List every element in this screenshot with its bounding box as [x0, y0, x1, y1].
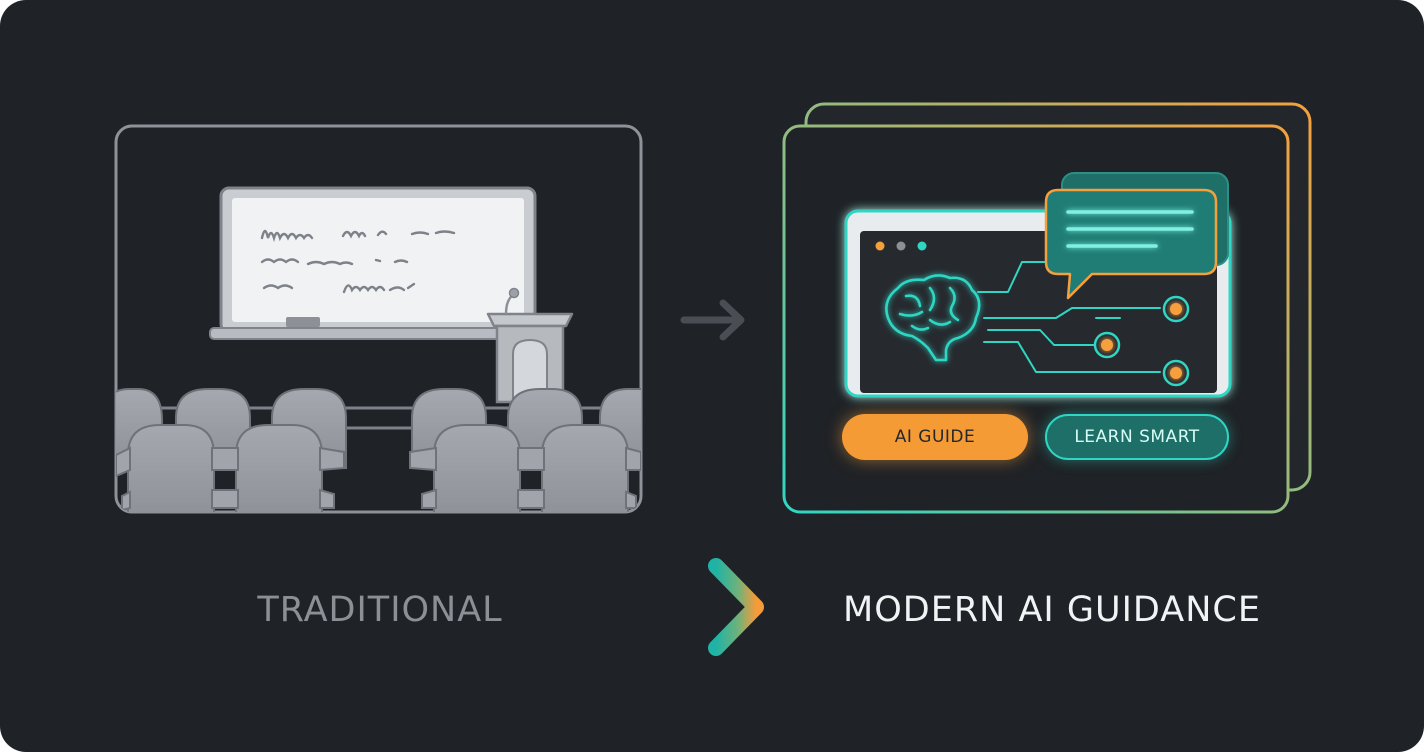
classroom-seats — [116, 388, 641, 512]
modern-ai-guidance-caption: MODERN AI GUIDANCE — [843, 590, 1261, 630]
window-dot — [917, 241, 927, 251]
traditional-classroom — [114, 124, 643, 514]
classroom-seat-icon — [541, 424, 629, 512]
classroom-seat-icon — [235, 424, 323, 512]
whiteboard-icon — [209, 186, 547, 340]
circuit-lines — [977, 261, 1161, 373]
classroom-seat-icon — [127, 424, 215, 512]
window-dot — [875, 241, 885, 251]
podium-icon — [486, 287, 574, 404]
arrow-right-icon — [656, 558, 764, 656]
microphone-icon — [504, 287, 520, 315]
classroom-seat-icon — [433, 424, 521, 512]
ai-guide-label: AI GUIDE — [894, 427, 976, 447]
window-dot — [896, 241, 906, 251]
circuit-nodes — [1093, 295, 1190, 387]
brain-icon — [885, 274, 981, 362]
learn-smart-button[interactable]: LEARN SMART — [1045, 414, 1229, 460]
ai-guide-button[interactable]: AI GUIDE — [842, 414, 1028, 460]
traditional-caption: TRADITIONAL — [257, 590, 503, 630]
arrow-right-icon — [680, 299, 745, 341]
learn-smart-label: LEARN SMART — [1074, 427, 1200, 447]
chat-bubble-icon — [1044, 172, 1229, 300]
